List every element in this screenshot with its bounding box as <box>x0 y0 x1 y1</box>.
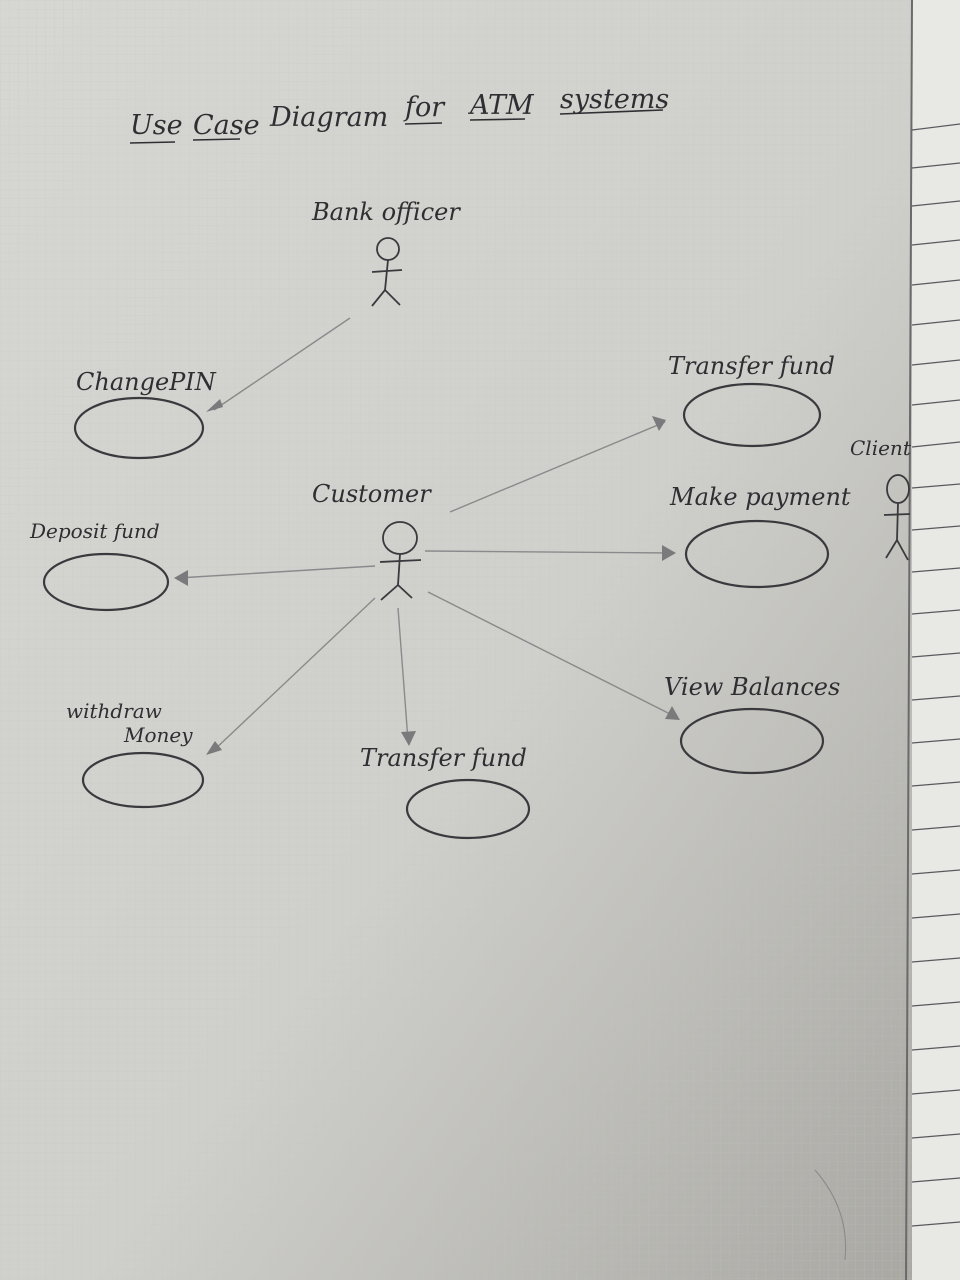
assoc-customer-make-payment <box>424 550 673 554</box>
ruled-lines <box>911 123 960 1227</box>
use-case-label: Transfer fund <box>360 744 527 772</box>
use-case-label: Deposit fund <box>29 519 160 543</box>
title-word-case: Case <box>193 110 260 141</box>
use-case-ellipse <box>405 778 531 840</box>
use-case-transfer-fund-bottom: Transfer fund <box>360 744 531 840</box>
arrowhead <box>206 399 223 412</box>
next-page-edge <box>912 0 960 1280</box>
assoc-customer-deposit <box>177 565 376 579</box>
assoc-customer-withdraw <box>211 597 376 753</box>
stick-figure-icon <box>371 237 403 307</box>
actor-bank-officer: Bank officer <box>311 198 461 307</box>
actor-label: Client <box>850 436 912 460</box>
use-case-ellipse <box>682 382 822 448</box>
stick-figure-icon <box>379 521 422 601</box>
assoc-officer-changepin <box>213 317 351 411</box>
use-case-withdraw-money: withdraw Money <box>66 699 205 809</box>
arrowhead <box>665 706 680 720</box>
arrowhead <box>662 545 676 561</box>
use-case-ellipse <box>684 519 830 589</box>
use-case-view-balances: View Balances <box>664 673 840 775</box>
title-word-atm: ATM <box>467 90 535 121</box>
paper-grid <box>0 0 915 1280</box>
use-case-label: Transfer fund <box>668 352 835 380</box>
arrowhead <box>401 731 416 746</box>
arrowhead <box>652 416 666 431</box>
diagram-title: Use Case Diagram for ATM systems <box>129 84 669 144</box>
use-case-change-pin: ChangePIN <box>73 368 217 460</box>
title-word-for: for <box>403 92 446 123</box>
use-case-ellipse <box>73 396 205 460</box>
actor-label: Customer <box>312 480 432 508</box>
use-case-transfer-fund-top: Transfer fund <box>668 352 835 448</box>
use-case-ellipse <box>679 707 825 775</box>
actor-client: Client <box>850 436 912 561</box>
assoc-customer-transfer-top <box>449 421 666 513</box>
stick-figure-icon <box>883 474 911 561</box>
use-case-label-line2: Money <box>123 723 193 747</box>
use-case-make-payment: Make payment <box>669 483 851 589</box>
actor-label: Bank officer <box>311 198 461 226</box>
use-case-ellipse <box>81 751 205 809</box>
title-word-use: Use <box>130 110 183 141</box>
arrowhead <box>174 570 188 586</box>
use-case-label-line1: withdraw <box>66 699 162 723</box>
use-case-label: Make payment <box>669 483 851 511</box>
actor-customer: Customer <box>312 480 432 601</box>
use-case-label: ChangePIN <box>76 368 217 396</box>
pencil-mark <box>814 1169 847 1261</box>
assoc-customer-view-balances <box>427 591 675 717</box>
assoc-customer-transfer-bottom <box>397 607 409 741</box>
associations <box>174 317 680 755</box>
use-case-label: View Balances <box>664 673 840 701</box>
use-case-deposit-fund: Deposit fund <box>29 519 170 612</box>
use-case-ellipse <box>42 552 170 612</box>
arrowhead <box>206 741 222 755</box>
title-word-diagram: Diagram <box>269 102 388 133</box>
